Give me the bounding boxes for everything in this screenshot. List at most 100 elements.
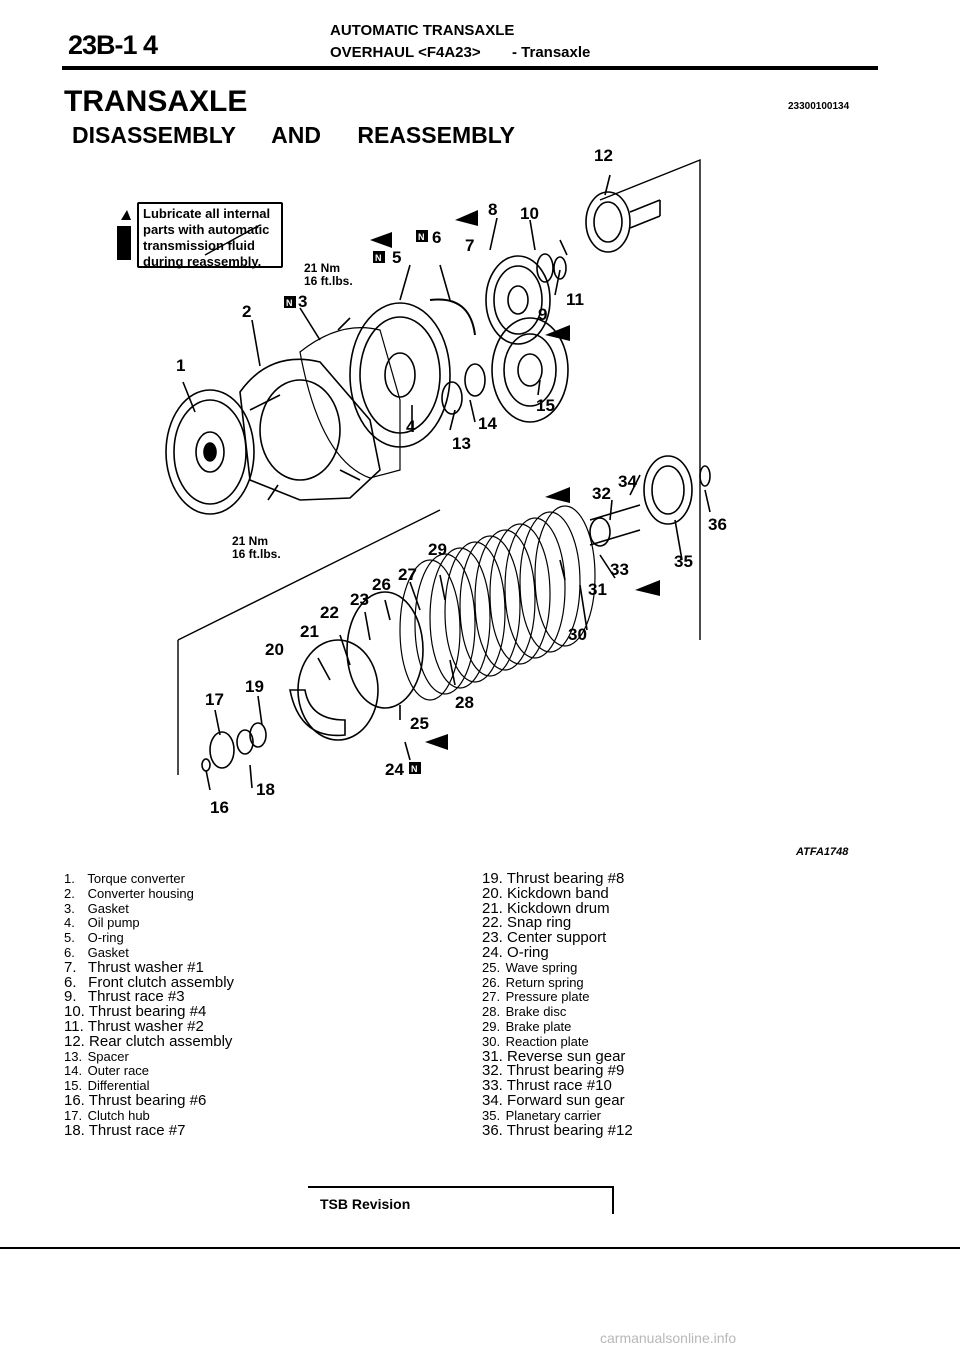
- legend-text: Center support: [507, 929, 607, 947]
- legend-text: Rear clutch assembly: [89, 1032, 233, 1050]
- center-support-drawing: [346, 591, 424, 709]
- legend-item: 24. O-ring: [482, 945, 633, 961]
- legend-item: 32. Thrust bearing #9: [482, 1062, 633, 1080]
- legend-item: 28. Brake disc: [482, 1004, 633, 1020]
- callout-4: 4: [406, 417, 416, 436]
- legend-item: 35. Planetary carrier: [482, 1107, 633, 1124]
- svg-text:N: N: [286, 298, 293, 308]
- torque-nm: 21 Nm: [232, 534, 269, 548]
- rear-clutch-drawing: [585, 191, 661, 253]
- legend-num: 19.: [482, 870, 503, 887]
- legend-num: 5.: [64, 930, 75, 946]
- legend-item: 21. Kickdown drum: [482, 899, 633, 917]
- legend-text: Converter housing: [87, 885, 194, 901]
- legend-text: Thrust race #3: [87, 988, 185, 1006]
- header-line1: AUTOMATIC TRANSAXLE: [330, 22, 515, 39]
- legend-item: 13. Spacer: [64, 1049, 234, 1065]
- legend-item: 12. Rear clutch assembly: [64, 1032, 234, 1050]
- legend-item: 23. Center support: [482, 929, 633, 947]
- legend-num: 3.: [64, 900, 75, 916]
- legend-num: 23.: [482, 929, 503, 947]
- legend-item: 14. Outer race: [64, 1063, 234, 1079]
- legend-item: 27. Pressure plate: [482, 989, 633, 1005]
- exploded-view-diagram: NN NN: [117, 158, 711, 791]
- legend-text: Kickdown band: [507, 884, 609, 902]
- legend-num: 26.: [482, 974, 501, 990]
- legend-num: 12.: [64, 1032, 85, 1050]
- callout-7: 7: [465, 236, 475, 255]
- torque-nm: 21 Nm: [304, 261, 341, 275]
- footer-rule: [0, 1247, 960, 1249]
- header-section: - Transaxle: [512, 44, 591, 61]
- callout-18: 18: [256, 780, 275, 799]
- callout-8: 8: [488, 200, 498, 219]
- torque-ftlbs: 16 ft.lbs.: [304, 274, 353, 288]
- legend-num: 33.: [482, 1077, 503, 1095]
- legend-num: 35.: [482, 1107, 501, 1123]
- figure-id: 23300100134: [788, 101, 850, 112]
- legend-num: 6.: [64, 944, 75, 960]
- gasket-drawing: [299, 327, 401, 479]
- legend-text: Differential: [87, 1078, 150, 1094]
- callout-12: 12: [594, 146, 613, 165]
- legend-text: Brake disc: [505, 1004, 567, 1020]
- legend-item: 7. Thrust washer #1: [64, 958, 234, 976]
- legend-text: Pressure plate: [505, 989, 590, 1005]
- legend-num: 29.: [482, 1018, 501, 1034]
- svg-text:N: N: [411, 764, 418, 774]
- legend-item: 25. Wave spring: [482, 959, 633, 976]
- legend-text: Wave spring: [505, 959, 578, 975]
- header-rule: [62, 66, 878, 70]
- converter-housing-drawing: [239, 358, 381, 501]
- differential-drawing: [491, 317, 569, 423]
- callout-24: 24: [385, 760, 404, 779]
- legend-item: 33. Thrust race #10: [482, 1077, 633, 1095]
- callout-25: 25: [410, 714, 429, 733]
- legend-num: 14.: [64, 1063, 83, 1079]
- legend-text: Oil pump: [87, 915, 140, 931]
- legend-text: Thrust bearing #12: [506, 1121, 633, 1139]
- oil-pump-drawing: [349, 302, 451, 448]
- kickdown-drum-drawing: [289, 639, 379, 741]
- legend-num: 21.: [482, 899, 503, 917]
- tsb-revision-box: TSB Revision: [308, 1186, 614, 1214]
- callout-17: 17: [205, 690, 224, 709]
- callout-20: 20: [265, 640, 284, 659]
- callout-32: 32: [592, 484, 611, 503]
- legend-item: 17. Clutch hub: [64, 1108, 234, 1124]
- note-line: Lubricate all internal: [143, 206, 271, 221]
- parts-legend-left: 1. Torque converter 2. Converter housing…: [64, 871, 234, 1139]
- section-subtitle: DISASSEMBLY AND REASSEMBLY: [72, 122, 515, 148]
- legend-num: 27.: [482, 989, 501, 1005]
- legend-item: 19. Thrust bearing #8: [482, 870, 633, 887]
- legend-text: Thrust bearing #9: [506, 1062, 625, 1080]
- callout-11: 11: [566, 290, 584, 309]
- legend-item: 18. Thrust race #7: [64, 1121, 234, 1139]
- legend-text: Gasket: [87, 900, 129, 916]
- legend-text: Thrust race #7: [88, 1121, 186, 1139]
- clutch-disc-stack-drawing: [399, 505, 596, 701]
- page-code: 23B-1 4: [68, 30, 158, 60]
- svg-text:N: N: [375, 253, 382, 263]
- legend-item: 2. Converter housing: [64, 885, 234, 902]
- legend-num: 20.: [482, 884, 503, 902]
- legend-num: 36.: [482, 1121, 503, 1139]
- callout-21: 21: [300, 622, 319, 641]
- oil-can-icon: [117, 210, 131, 260]
- callout-6: 6: [432, 228, 442, 247]
- note-line: parts with automatic: [143, 222, 270, 237]
- legend-num: 2.: [64, 885, 75, 901]
- note-line: transmission fluid: [143, 238, 255, 253]
- callout-5: 5: [392, 248, 402, 267]
- legend-text: Kickdown drum: [507, 899, 610, 917]
- legend-num: 7.: [64, 958, 77, 976]
- legend-num: 22.: [482, 914, 503, 932]
- legend-item: 9. Thrust race #3: [64, 988, 234, 1006]
- callout-36: 36: [708, 515, 727, 534]
- lubrication-note: Lubricate all internal parts with automa…: [137, 202, 283, 269]
- legend-item: 26. Return spring: [482, 974, 633, 991]
- legend-text: Thrust bearing #4: [88, 1003, 207, 1021]
- legend-text: Thrust race #10: [506, 1077, 612, 1095]
- parts-legend-right: 19. Thrust bearing #8 20. Kickdown band …: [482, 870, 633, 1139]
- callout-33: 33: [610, 560, 629, 579]
